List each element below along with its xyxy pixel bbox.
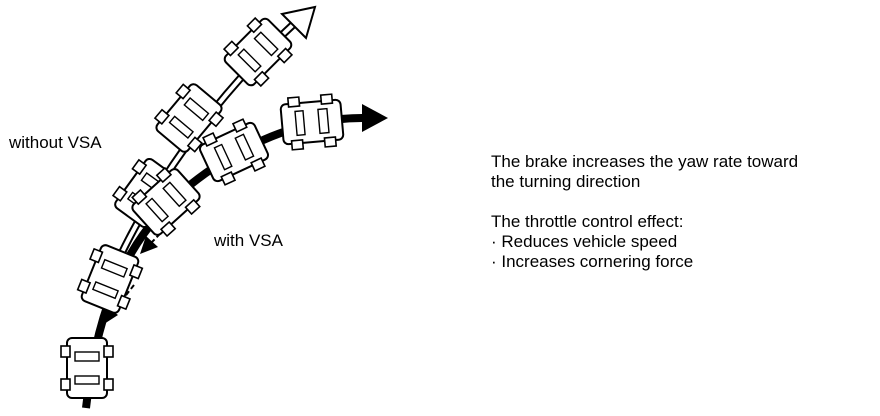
notes-block: The brake increases the yaw rate toward … — [491, 152, 798, 272]
brake-note-line1: The brake increases the yaw rate toward — [491, 152, 799, 171]
label-with-vsa: with VSA — [214, 231, 283, 250]
brake-note-line2: the turning direction — [491, 172, 641, 191]
car-without-vsa-3 — [217, 11, 299, 93]
throttle-heading: The throttle control effect: — [491, 212, 684, 231]
car-with-vsa-4 — [278, 92, 346, 152]
throttle-item-speed: · Reduces vehicle speed — [491, 232, 678, 251]
arrow-head-with-vsa — [362, 104, 388, 132]
arrow-head-without-vsa — [279, 5, 317, 40]
label-without-vsa: without VSA — [9, 133, 102, 152]
throttle-item-cornering: · Increases cornering force — [491, 252, 694, 271]
car-start — [60, 337, 114, 399]
